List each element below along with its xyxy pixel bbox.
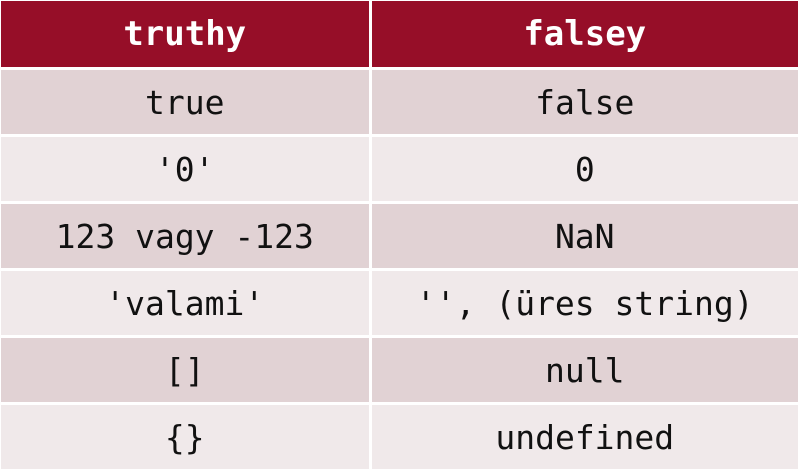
falsey-cell: NaN [370, 202, 798, 271]
falsey-cell: '', (üres string) [370, 269, 798, 338]
header-row: truthy falsey [1, 1, 798, 70]
header-falsey: falsey [370, 1, 798, 70]
falsey-cell: false [370, 68, 798, 137]
table-row: {} undefined [1, 403, 798, 472]
truthy-cell: 123 vagy -123 [1, 202, 372, 271]
table-row: [] null [1, 336, 798, 405]
falsey-cell: 0 [370, 135, 798, 204]
truthy-cell: true [1, 68, 372, 137]
truthy-cell: [] [1, 336, 372, 405]
falsey-cell: undefined [370, 403, 798, 472]
table-row: 123 vagy -123 NaN [1, 202, 798, 271]
header-truthy: truthy [1, 1, 372, 70]
truthy-cell: 'valami' [1, 269, 372, 338]
falsey-cell: null [370, 336, 798, 405]
table-row: true false [1, 68, 798, 137]
truthy-cell: '0' [1, 135, 372, 204]
truthy-cell: {} [1, 403, 372, 472]
table-row: 'valami' '', (üres string) [1, 269, 798, 338]
table-row: '0' 0 [1, 135, 798, 204]
